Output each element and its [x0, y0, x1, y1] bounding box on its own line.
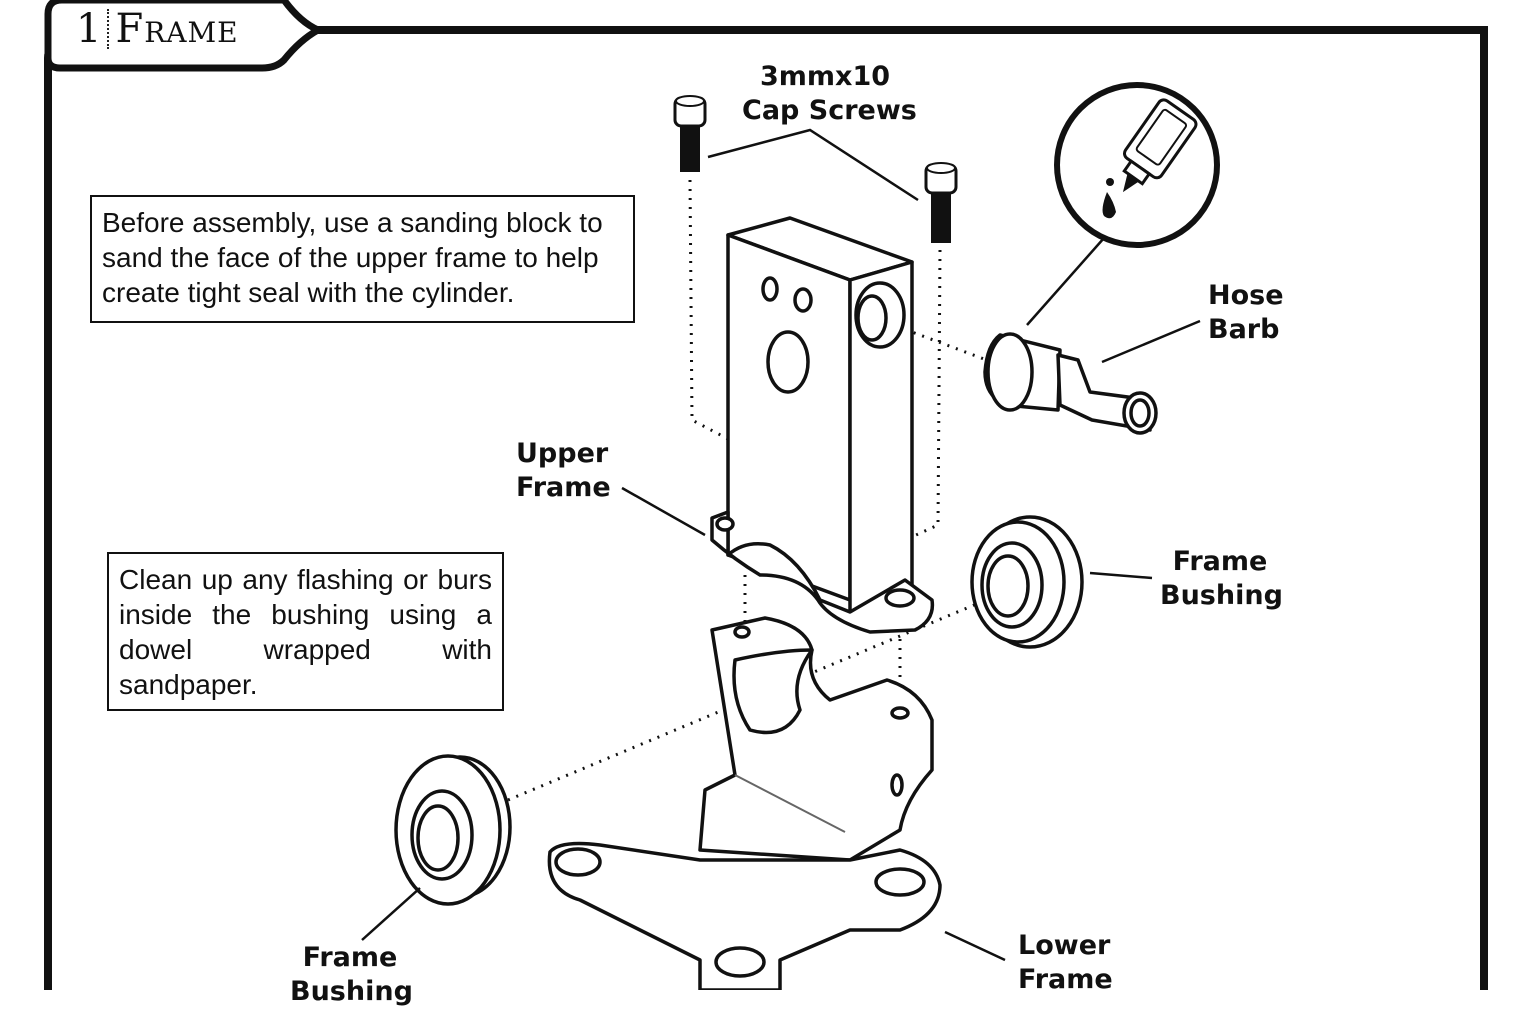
label-frame-bushing-left: Frame Bushing: [290, 941, 413, 1009]
cap-screw-left: [673, 95, 707, 172]
step-number: 1: [76, 9, 110, 49]
upper-frame-leader: [621, 486, 706, 537]
frame-bushing-right: [970, 515, 1084, 649]
label-upper-frame-line2: Frame: [516, 472, 611, 503]
label-hose-barb-line2: Barb: [1208, 314, 1280, 345]
step-title: Frame: [115, 6, 239, 52]
lower-frame-leader: [944, 930, 1006, 962]
label-cap-screws-line1: 3mmx10: [759, 61, 891, 92]
label-frame-bushing-right-line1: Frame: [1172, 546, 1268, 577]
label-lower-frame-line2: Frame: [1018, 964, 1113, 995]
label-lower-frame-line1: Lower: [1018, 930, 1111, 961]
header-tab: [44, 0, 326, 72]
glue-bottle-icon: [1054, 82, 1220, 248]
label-lower-frame: Lower Frame: [1018, 929, 1113, 997]
note-sanding: Before assembly, use a sanding block to …: [90, 195, 635, 323]
hose-barb-leader: [1101, 319, 1201, 364]
glue-leader-line: [1026, 237, 1105, 326]
cap-screw-right: [924, 162, 958, 243]
label-cap-screws-line2: Cap Screws: [742, 95, 917, 126]
frame-bushing-right-leader: [1089, 571, 1153, 580]
label-cap-screws: 3mmx10 Cap Screws: [742, 60, 917, 128]
label-hose-barb-line1: Hose: [1208, 280, 1284, 311]
upper-frame: [710, 216, 935, 634]
note-flashing: Clean up any flashing or burs inside the…: [107, 552, 504, 711]
label-frame-bushing-right-line2: Bushing: [1160, 580, 1283, 611]
label-frame-bushing-right: Frame Bushing: [1160, 545, 1283, 613]
label-frame-bushing-left-line1: Frame: [302, 942, 398, 973]
label-frame-bushing-left-line2: Bushing: [290, 976, 413, 1007]
lower-frame: [547, 616, 942, 990]
label-hose-barb: Hose Barb: [1208, 279, 1284, 347]
label-upper-frame: Upper Frame: [516, 437, 612, 505]
hose-barb: [983, 332, 1158, 435]
frame-bushing-left-leader: [361, 887, 421, 941]
cap-screws-leader: [707, 128, 919, 202]
step-header: 1 Frame: [76, 4, 239, 54]
label-upper-frame-line1: Upper: [516, 438, 609, 469]
frame-bushing-left: [394, 754, 512, 906]
